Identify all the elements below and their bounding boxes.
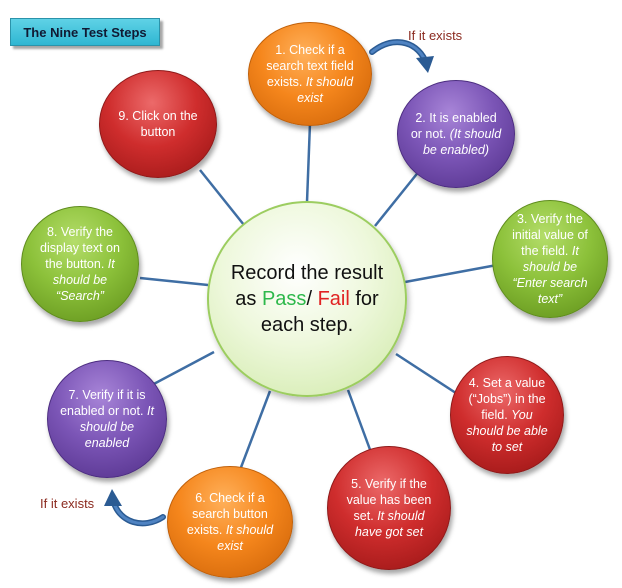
step-1-hint: It should exist [297,75,354,105]
spoke-1 [305,122,312,203]
spoke-5 [346,389,374,456]
spoke-6 [238,390,272,471]
step-6-node: 6. Check if a search button exists. It s… [167,466,293,578]
curved-arrow-top [369,39,434,73]
center-slash: / [306,288,312,310]
diagram-title: The Nine Test Steps [10,18,160,46]
step-2-node: 2. It is enabled or not. (It should be e… [397,80,515,188]
step-5-text: 5. Verify if the value has been set. [346,477,432,523]
center-pass: Pass [261,288,307,310]
step-7-hint: It should be enabled [79,404,154,450]
center-text-before: Record the result as [230,262,384,310]
spoke-8 [139,276,209,287]
step-6-hint: It should exist [217,523,274,553]
step-1-node: 1. Check if a search text field exists. … [248,22,372,126]
spoke-2 [374,169,421,227]
step-9-text: 9. Click on the button [118,109,198,139]
step-2-hint: (It should be enabled) [422,127,502,157]
step-8-hint: It should be “Search” [52,257,115,303]
step-2-text: 2. It is enabled or not. [410,111,497,141]
curved-arrow-bottom [104,489,166,527]
step-3-node: 3. Verify the initial value of the field… [492,200,608,318]
center-circle: Record the result as Pass/ Fail for each… [207,201,407,397]
note-if-exists-bottom: If it exists [40,496,95,511]
step-6-text: 6. Check if a search button exists. [186,491,268,537]
spoke-9 [199,169,249,231]
center-fail: Fail [317,288,350,310]
step-5-hint: It should have got set [354,509,425,539]
step-8-node: 8. Verify the display text on the button… [21,206,139,322]
step-7-text: 7. Verify if it is enabled or not. [60,388,146,418]
step-4-node: 4. Set a value (“Jobs”) in the field. Yo… [450,356,564,474]
step-4-text: 4. Set a value (“Jobs”) in the field. [468,376,546,422]
step-3-hint: It should be “Enter search text” [512,244,588,306]
spoke-4 [395,352,463,399]
step-5-node: 5. Verify if the value has been set. It … [327,446,451,570]
step-1-text: 1. Check if a search text field exists. [266,43,354,89]
spoke-3 [404,263,498,284]
step-3-text: 3. Verify the initial value of the field… [512,212,588,258]
step-7-node: 7. Verify if it is enabled or not. It sh… [47,360,167,478]
note-if-exists-top: If it exists [408,28,463,43]
spoke-7 [149,350,215,388]
step-9-node: 9. Click on the button [99,70,217,178]
step-8-text: 8. Verify the display text on the button… [40,225,120,271]
center-text-after: for each step. [260,288,379,336]
step-4-hint: You should be able to set [466,408,548,454]
